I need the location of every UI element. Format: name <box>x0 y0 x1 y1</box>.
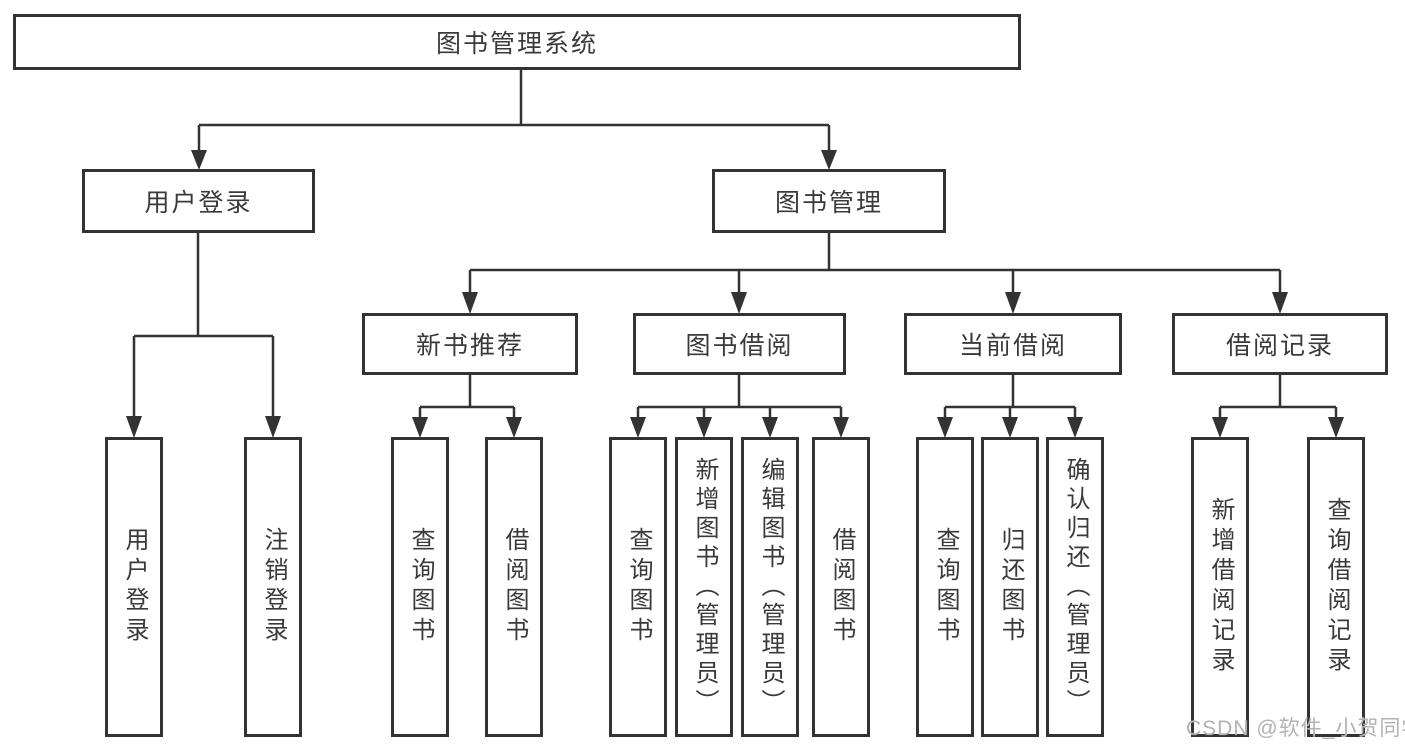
edge-book-management-branch <box>468 233 1282 294</box>
node-leaf-query-books-1: 查询图书 <box>391 437 449 737</box>
node-label: 归还图书 <box>997 527 1024 647</box>
node-book-borrowing: 图书借阅 <box>633 313 846 375</box>
node-label: 当前借阅 <box>958 332 1067 360</box>
edge-book-borrow-branch <box>636 375 843 419</box>
node-label: 新增图书（管理员） <box>691 456 718 718</box>
node-label: 新书推荐 <box>415 332 524 360</box>
edge-root-to-level2 <box>197 70 831 151</box>
node-leaf-query-borrow-record: 查询借阅记录 <box>1307 437 1365 737</box>
node-label: 借阅记录 <box>1225 332 1334 360</box>
node-leaf-add-borrow-record: 新增借阅记录 <box>1191 437 1249 737</box>
node-label: 图书借阅 <box>685 332 794 360</box>
node-leaf-confirm-return-admin: 确认归还（管理员） <box>1046 437 1104 737</box>
node-label: 查询图书 <box>932 527 959 647</box>
node-label: 查询借阅记录 <box>1323 497 1350 677</box>
edge-user-login-branch <box>132 233 275 418</box>
node-label: 用户登录 <box>144 189 253 217</box>
node-library-management-system: 图书管理系统 <box>13 14 1021 70</box>
node-new-book-recommendation: 新书推荐 <box>362 313 578 375</box>
node-label: 用户登录 <box>121 527 148 647</box>
csdn-watermark: CSDN @软件_小贺同学 <box>1186 717 1405 740</box>
node-leaf-user-login: 用户登录 <box>105 437 163 737</box>
node-leaf-return-book: 归还图书 <box>981 437 1039 737</box>
node-leaf-add-book-admin: 新增图书（管理员） <box>675 437 733 737</box>
node-label: 图书管理系统 <box>435 30 598 58</box>
node-leaf-query-books-3: 查询图书 <box>916 437 974 737</box>
node-user-login: 用户登录 <box>82 169 315 233</box>
arrowheads <box>126 150 1344 438</box>
node-label: 借阅图书 <box>501 527 528 647</box>
node-label: 注销登录 <box>260 527 287 647</box>
node-label: 确认归还（管理员） <box>1062 456 1089 718</box>
node-label: 查询图书 <box>407 527 434 647</box>
node-leaf-edit-book-admin: 编辑图书（管理员） <box>741 437 799 737</box>
node-borrowing-records: 借阅记录 <box>1172 313 1388 375</box>
edge-borrow-records-branch <box>1218 375 1338 419</box>
edge-current-borrow-branch <box>943 375 1077 419</box>
node-current-borrowing: 当前借阅 <box>904 313 1122 375</box>
node-label: 编辑图书（管理员） <box>757 456 784 718</box>
node-label: 新增借阅记录 <box>1207 497 1234 677</box>
node-leaf-borrow-books-1: 借阅图书 <box>485 437 543 737</box>
edge-new-book-branch <box>418 375 516 419</box>
node-book-management: 图书管理 <box>712 169 946 233</box>
node-leaf-logout: 注销登录 <box>244 437 302 737</box>
node-label: 图书管理 <box>774 189 883 217</box>
node-leaf-query-books-2: 查询图书 <box>609 437 667 737</box>
node-label: 借阅图书 <box>828 527 855 647</box>
node-label: 查询图书 <box>625 527 652 647</box>
node-leaf-borrow-books-2: 借阅图书 <box>812 437 870 737</box>
